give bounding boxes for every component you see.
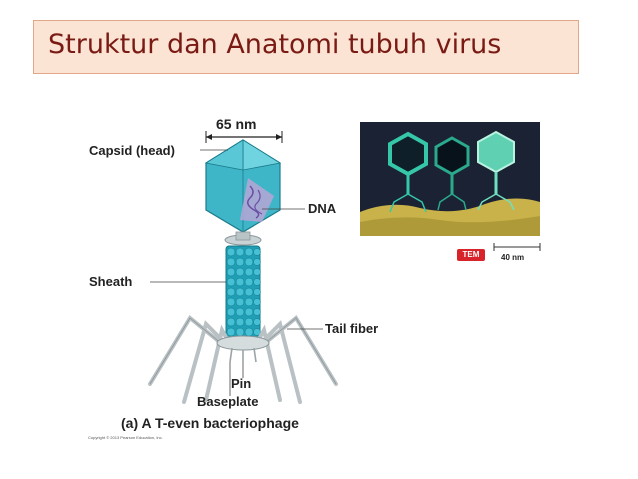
- capsid-head: [204, 139, 282, 233]
- tem-phage-1: [388, 131, 428, 213]
- dna-label: DNA: [308, 201, 337, 216]
- slide-title: Struktur dan Anatomi tubuh virus: [48, 29, 502, 60]
- sheath-label: Sheath: [89, 274, 133, 289]
- caption-prefix: (a): [121, 415, 139, 431]
- tem-badge: TEM: [457, 249, 485, 261]
- tem-scale-label: 40 nm: [501, 253, 525, 262]
- caption-text: A T-even bacteriophage: [141, 415, 299, 431]
- baseplate-label: Baseplate: [197, 394, 259, 409]
- title-bar: Struktur dan Anatomi tubuh virus: [33, 20, 579, 74]
- tem-phage-3: [477, 130, 515, 211]
- tem-micrograph: [360, 122, 540, 236]
- scale-label: 65 nm: [216, 116, 257, 132]
- caption: (a) A T-even bacteriophage: [121, 415, 299, 431]
- pin-label: Pin: [231, 376, 252, 391]
- sheath: [225, 245, 261, 339]
- tem-image: [360, 122, 540, 236]
- tem-phage-2: [434, 136, 470, 211]
- copyright-text: Copyright © 2013 Pearson Education, Inc.: [88, 435, 163, 440]
- baseplate: [216, 335, 270, 351]
- pins: [229, 347, 257, 364]
- tem-scale-bar: [493, 243, 541, 251]
- dna-strand: [240, 178, 274, 222]
- tail-fiber-label: Tail fiber: [325, 321, 379, 336]
- capsid-label: Capsid (head): [89, 143, 175, 158]
